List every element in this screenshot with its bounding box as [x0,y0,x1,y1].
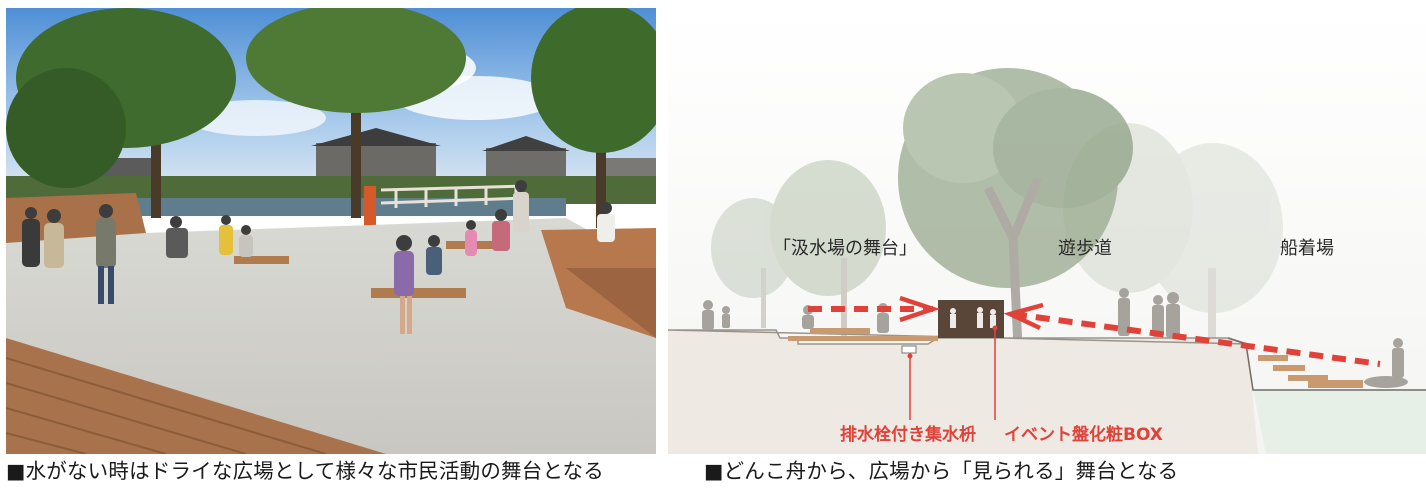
boat-landing-label: 船着場 [1280,238,1334,259]
main-tree [898,68,1133,349]
section-diagram-illustration [668,8,1426,454]
photo-caption: ■水がない時はドライな広場として様々な市民活動の舞台となる [6,459,604,483]
park-photo [6,8,656,454]
wooden-steps [6,193,656,338]
river-water [1253,390,1426,454]
stage-label: 「汲水場の舞台」 [773,238,917,259]
people [22,180,615,334]
stage-steps [788,328,938,341]
eventbox-callout-label: イベント盤化粧BOX [1004,425,1163,445]
promenade-label: 遊歩道 [1058,238,1112,259]
boat-landing-steps [1258,355,1363,388]
diagram-caption: ■どんこ舟から、広場から「見られる」舞台となる [704,459,1179,483]
section-diagram: 「汲水場の舞台」 遊歩道 船着場 排水栓付き集水枡 イベント盤化粧BOX [668,8,1426,454]
wooden-deck [6,338,386,454]
ground-section [668,330,1258,454]
drain-callout-label: 排水栓付き集水枡 [840,425,976,445]
drain-basin [901,345,917,354]
trees [6,8,656,228]
park-photo-illustration [6,8,656,454]
sightline-arrows [808,295,1381,367]
